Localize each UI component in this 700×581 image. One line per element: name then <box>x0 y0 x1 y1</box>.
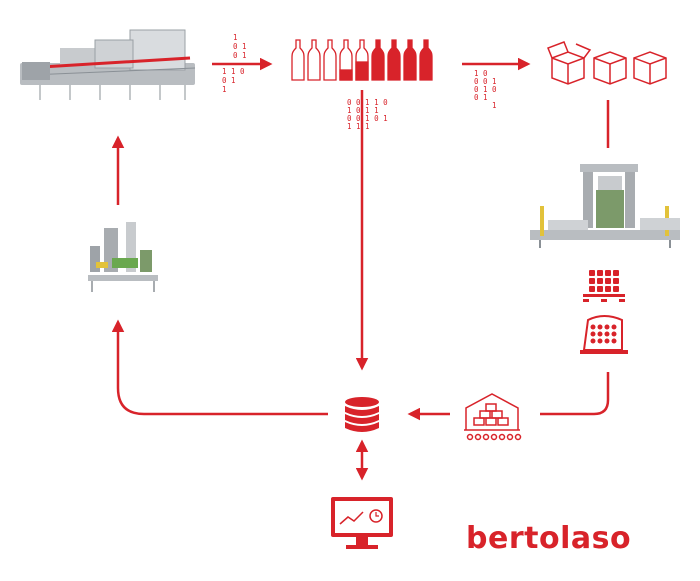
bits-line: 0 0 1 1 0 <box>347 98 388 107</box>
bits-line: 1 <box>222 85 227 94</box>
bits-line: 1 1 1 <box>347 122 370 131</box>
boxes-icon <box>547 41 667 85</box>
bertolaso-logo: bertolaso <box>466 521 632 556</box>
database-icon <box>345 397 379 432</box>
bottling-line-machine-image <box>20 29 196 100</box>
connector-pallet-warehouse <box>540 372 610 416</box>
connector-database-labeler <box>111 319 328 416</box>
labeling-machine-image <box>88 222 158 292</box>
palletizer-machine-image <box>530 164 680 248</box>
bits-line: 0 0 1 0 1 <box>347 114 388 123</box>
pallet-crates-icon <box>580 270 628 354</box>
bits-line: 0 1 <box>474 93 488 102</box>
warehouse-icon <box>464 393 522 441</box>
binary-data-b: 0 0 1 1 0 1 0 1 1 0 0 1 0 1 1 1 1 <box>347 98 388 131</box>
bits-line: 1 <box>233 33 238 42</box>
bits-line: 0 1 0 <box>474 85 497 94</box>
bits-line: 0 1 <box>233 42 247 51</box>
bits-line: 1 <box>492 101 497 110</box>
binary-data-c: 1 0 0 0 1 0 1 0 0 1 1 <box>474 69 497 110</box>
bits-line: 1 0 <box>474 69 488 78</box>
bits-line: 0 1 <box>233 51 247 60</box>
bottles-filling-icon <box>291 39 433 81</box>
bits-line: 1 1 0 <box>222 67 245 76</box>
bits-line: 0 0 1 <box>474 77 497 86</box>
binary-data-a: 1 0 1 0 1 1 1 0 0 1 1 <box>222 33 247 94</box>
bits-line: 0 1 <box>222 76 236 85</box>
monitor-dashboard-icon <box>331 497 393 549</box>
